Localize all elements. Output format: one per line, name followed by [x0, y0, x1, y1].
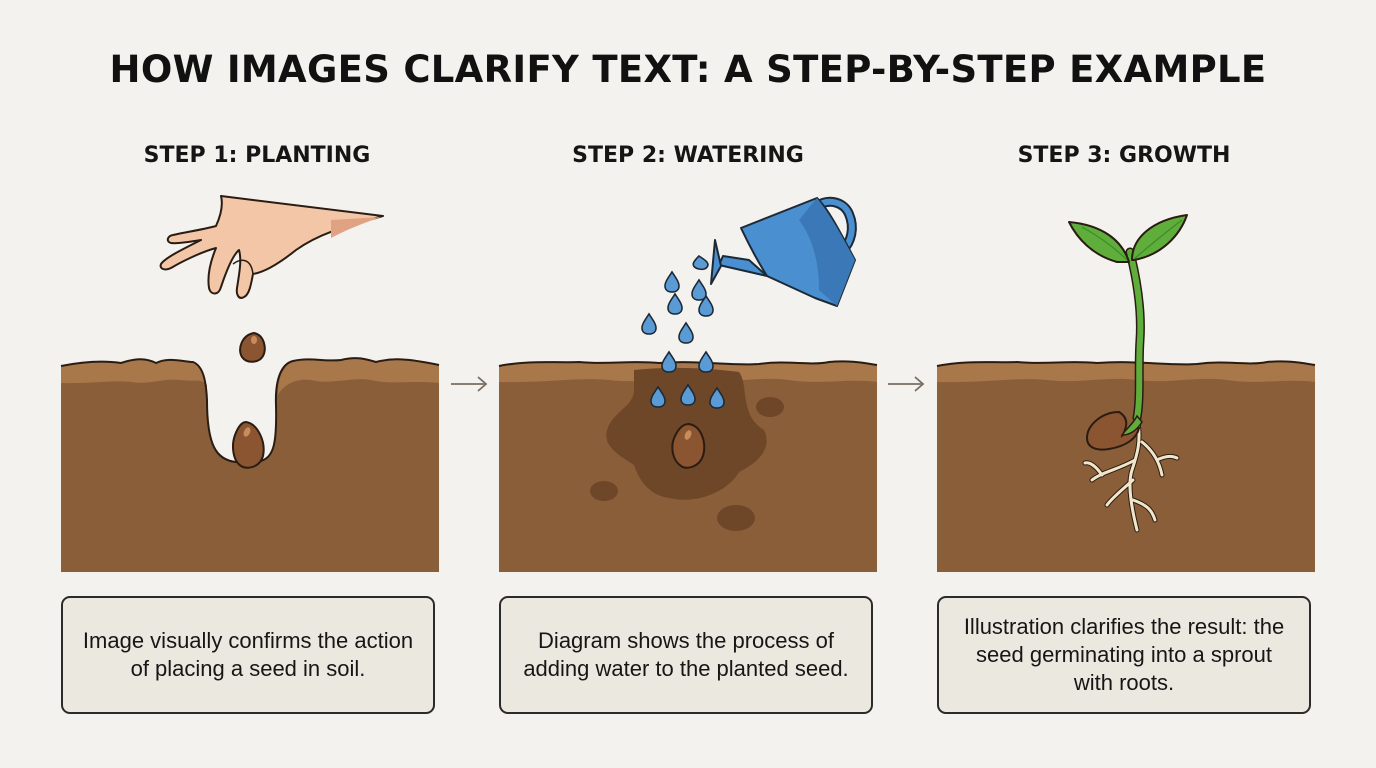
stem-icon — [1120, 247, 1145, 436]
step-1-caption: Image visually confirms the action of pl… — [61, 596, 435, 714]
growth-scene — [936, 214, 1316, 572]
step-1-label: STEP 1: PLANTING — [143, 143, 371, 168]
hand-icon — [159, 195, 384, 299]
leaf-icon — [1068, 214, 1188, 263]
watering-scene — [498, 196, 878, 572]
step-3-caption: Illustration clarifies the result: the s… — [937, 596, 1311, 714]
arrow-right-icon — [888, 376, 925, 392]
falling-seed-icon — [239, 331, 266, 363]
step-2-label: STEP 2: WATERING — [572, 143, 804, 168]
water-drops-icon — [641, 254, 725, 409]
page-title: HOW IMAGES CLARIFY TEXT: A STEP-BY-STEP … — [109, 48, 1267, 91]
step-2-caption: Diagram shows the process of adding wate… — [499, 596, 873, 714]
planting-scene — [60, 195, 440, 572]
step-2-illustration — [498, 180, 878, 572]
step-3-label: STEP 3: GROWTH — [1017, 143, 1231, 168]
roots-fill — [1083, 416, 1179, 532]
seed-icon — [232, 420, 265, 469]
step-3-illustration — [936, 180, 1316, 572]
seed-icon — [671, 422, 706, 469]
arrow-right-icon — [451, 376, 488, 392]
step-1-illustration — [60, 180, 440, 572]
watering-can-icon — [710, 196, 857, 307]
